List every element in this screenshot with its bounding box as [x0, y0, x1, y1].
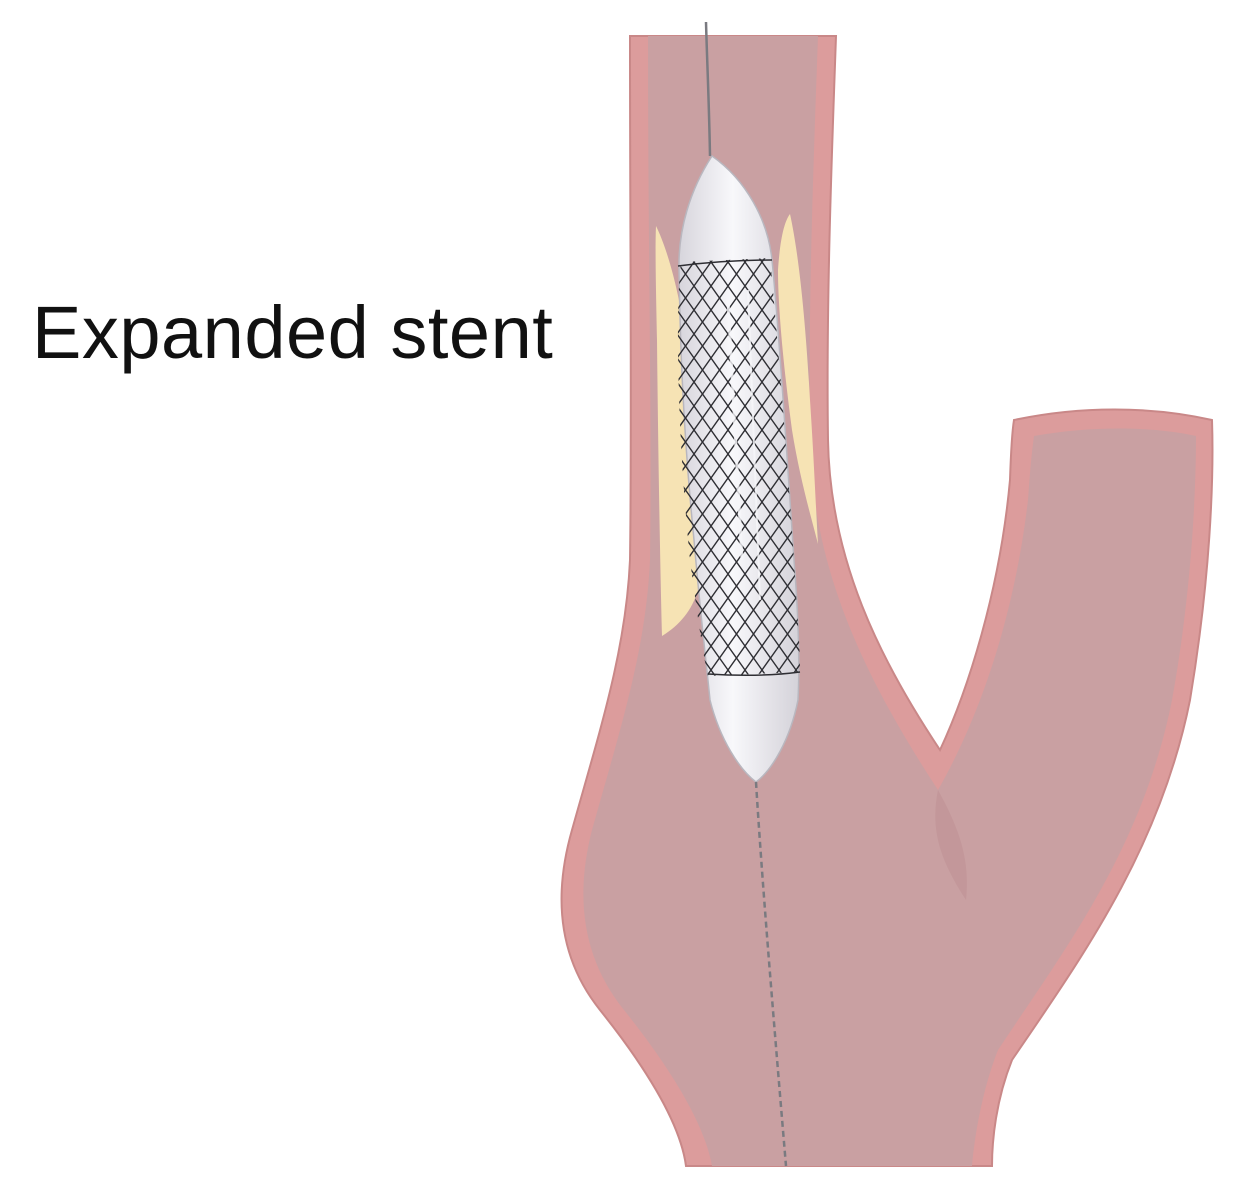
- stent-top-rim: [677, 259, 773, 267]
- balloon-highlight: [747, 289, 761, 601]
- guidewire-lower: [754, 781, 788, 1167]
- plaque-left: [655, 226, 698, 636]
- branch-shadow: [935, 790, 967, 900]
- guidewire-upper: [704, 21, 712, 157]
- stent-bottom-rim: [707, 671, 801, 677]
- plaque-right: [778, 214, 818, 544]
- expanded-stent-label: Expanded stent: [32, 291, 554, 374]
- balloon-highlight: [726, 299, 744, 561]
- guidewire: [704, 21, 788, 1167]
